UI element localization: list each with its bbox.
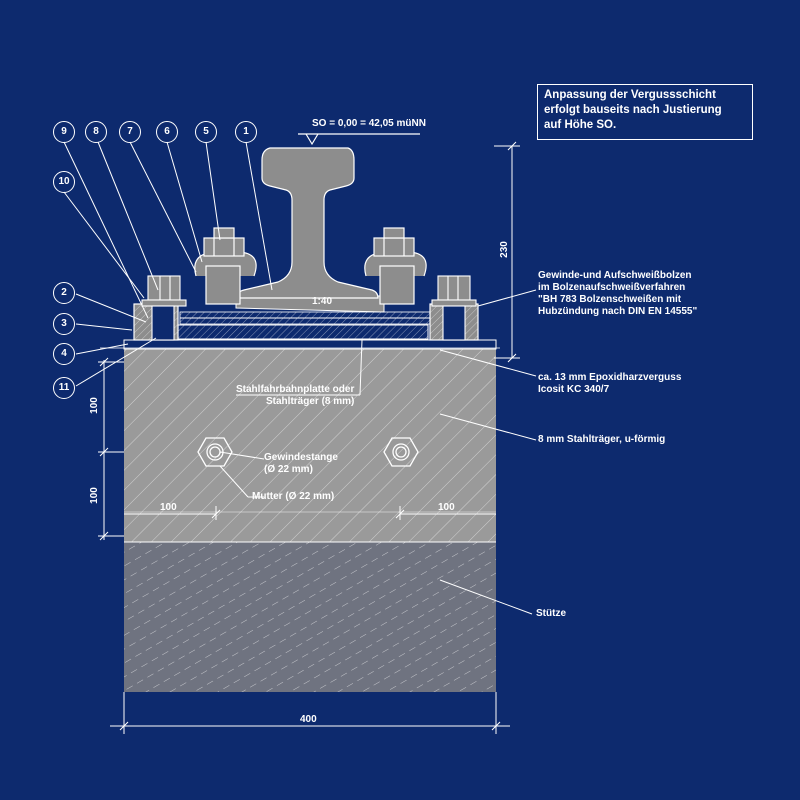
- note-line-1: Anpassung der Vergussschicht: [544, 89, 716, 101]
- right-rail-clamp: [364, 227, 427, 305]
- threaded-rod-right: [383, 437, 419, 467]
- dimension-230: [494, 141, 520, 363]
- so-level-marker: [298, 133, 420, 146]
- dimension-100-top-label: 100: [88, 397, 100, 414]
- left-rail-clamp: [194, 227, 257, 305]
- column-section: [124, 541, 496, 692]
- dimension-400-label: 400: [300, 714, 317, 725]
- dimension-100-bottom-label: 100: [88, 487, 100, 504]
- plate-callout-line-2: Stahlträger (8 mm): [266, 396, 355, 407]
- part-number-1: 1: [235, 121, 257, 143]
- rod-callout-line-2: (Ø 22 mm): [264, 464, 313, 475]
- adjustment-note: Anpassung der Vergussschicht erfolgt bau…: [537, 84, 753, 140]
- plate-callout-line-1: Stahlfahrbahnplatte oder: [236, 384, 355, 395]
- beam-callout: 8 mm Stahlträger, u-förmig: [538, 434, 666, 445]
- rod-callout: Gewindestange (Ø 22 mm): [264, 452, 338, 476]
- epoxy-callout: ca. 13 mm Epoxidharzverguss Icosit KC 34…: [538, 372, 681, 396]
- part-number-5: 5: [195, 121, 217, 143]
- note-line-3: auf Höhe SO.: [544, 119, 617, 131]
- rod-callout-line-1: Gewindestange: [264, 452, 338, 463]
- dimension-230-label: 230: [498, 241, 510, 258]
- bolt-callout-line-2: im Bolzenaufschweißverfahren: [538, 282, 686, 293]
- dimension-left-vertical: [98, 357, 124, 541]
- epoxy-callout-line-2: Icosit KC 340/7: [538, 384, 610, 395]
- so-label: SO = 0,00 = 42,05 müNN: [312, 118, 426, 129]
- part-number-2: 2: [53, 282, 75, 304]
- part-number-8: 8: [85, 121, 107, 143]
- slope-label: 1:40: [312, 296, 333, 307]
- dimension-100-right-label: 100: [438, 502, 455, 513]
- plate-callout: Stahlfahrbahnplatte oder Stahlträger (8 …: [236, 384, 354, 408]
- part-number-9: 9: [53, 121, 75, 143]
- bolt-callout-line-3: "BH 783 Bolzenschweißen mit: [538, 294, 682, 305]
- epoxy-callout-line-1: ca. 13 mm Epoxidharzverguss: [538, 372, 682, 383]
- part-number-7: 7: [119, 121, 141, 143]
- part-number-4: 4: [53, 343, 75, 365]
- rail-base-plate: [179, 295, 431, 325]
- part-number-6: 6: [156, 121, 178, 143]
- part-number-3: 3: [53, 313, 75, 335]
- steel-beam-section: [124, 348, 496, 542]
- dimension-horizontal-100: [124, 506, 496, 520]
- part-number-10: 10: [53, 171, 75, 193]
- dimension-400: [110, 692, 510, 734]
- rail-profile: [235, 147, 379, 299]
- column-callout: Stütze: [536, 608, 566, 619]
- bolt-callout-line-4: Hubzündung nach DIN EN 14555": [538, 306, 698, 317]
- left-anchor-bolt: [133, 275, 187, 341]
- callout-leader-lines: [219, 289, 537, 615]
- dimension-100-left-label: 100: [160, 502, 177, 513]
- note-line-2: erfolgt bauseits nach Justierung: [544, 104, 722, 116]
- bolt-callout-line-1: Gewinde-und Aufschweißbolzen: [538, 270, 692, 281]
- part-number-11: 11: [53, 377, 75, 399]
- nut-callout: Mutter (Ø 22 mm): [252, 491, 335, 502]
- part-leader-lines: [63, 141, 273, 387]
- right-anchor-bolt: [429, 275, 479, 341]
- bolt-callout: Gewinde-und Aufschweißbolzen im Bolzenau…: [538, 270, 697, 318]
